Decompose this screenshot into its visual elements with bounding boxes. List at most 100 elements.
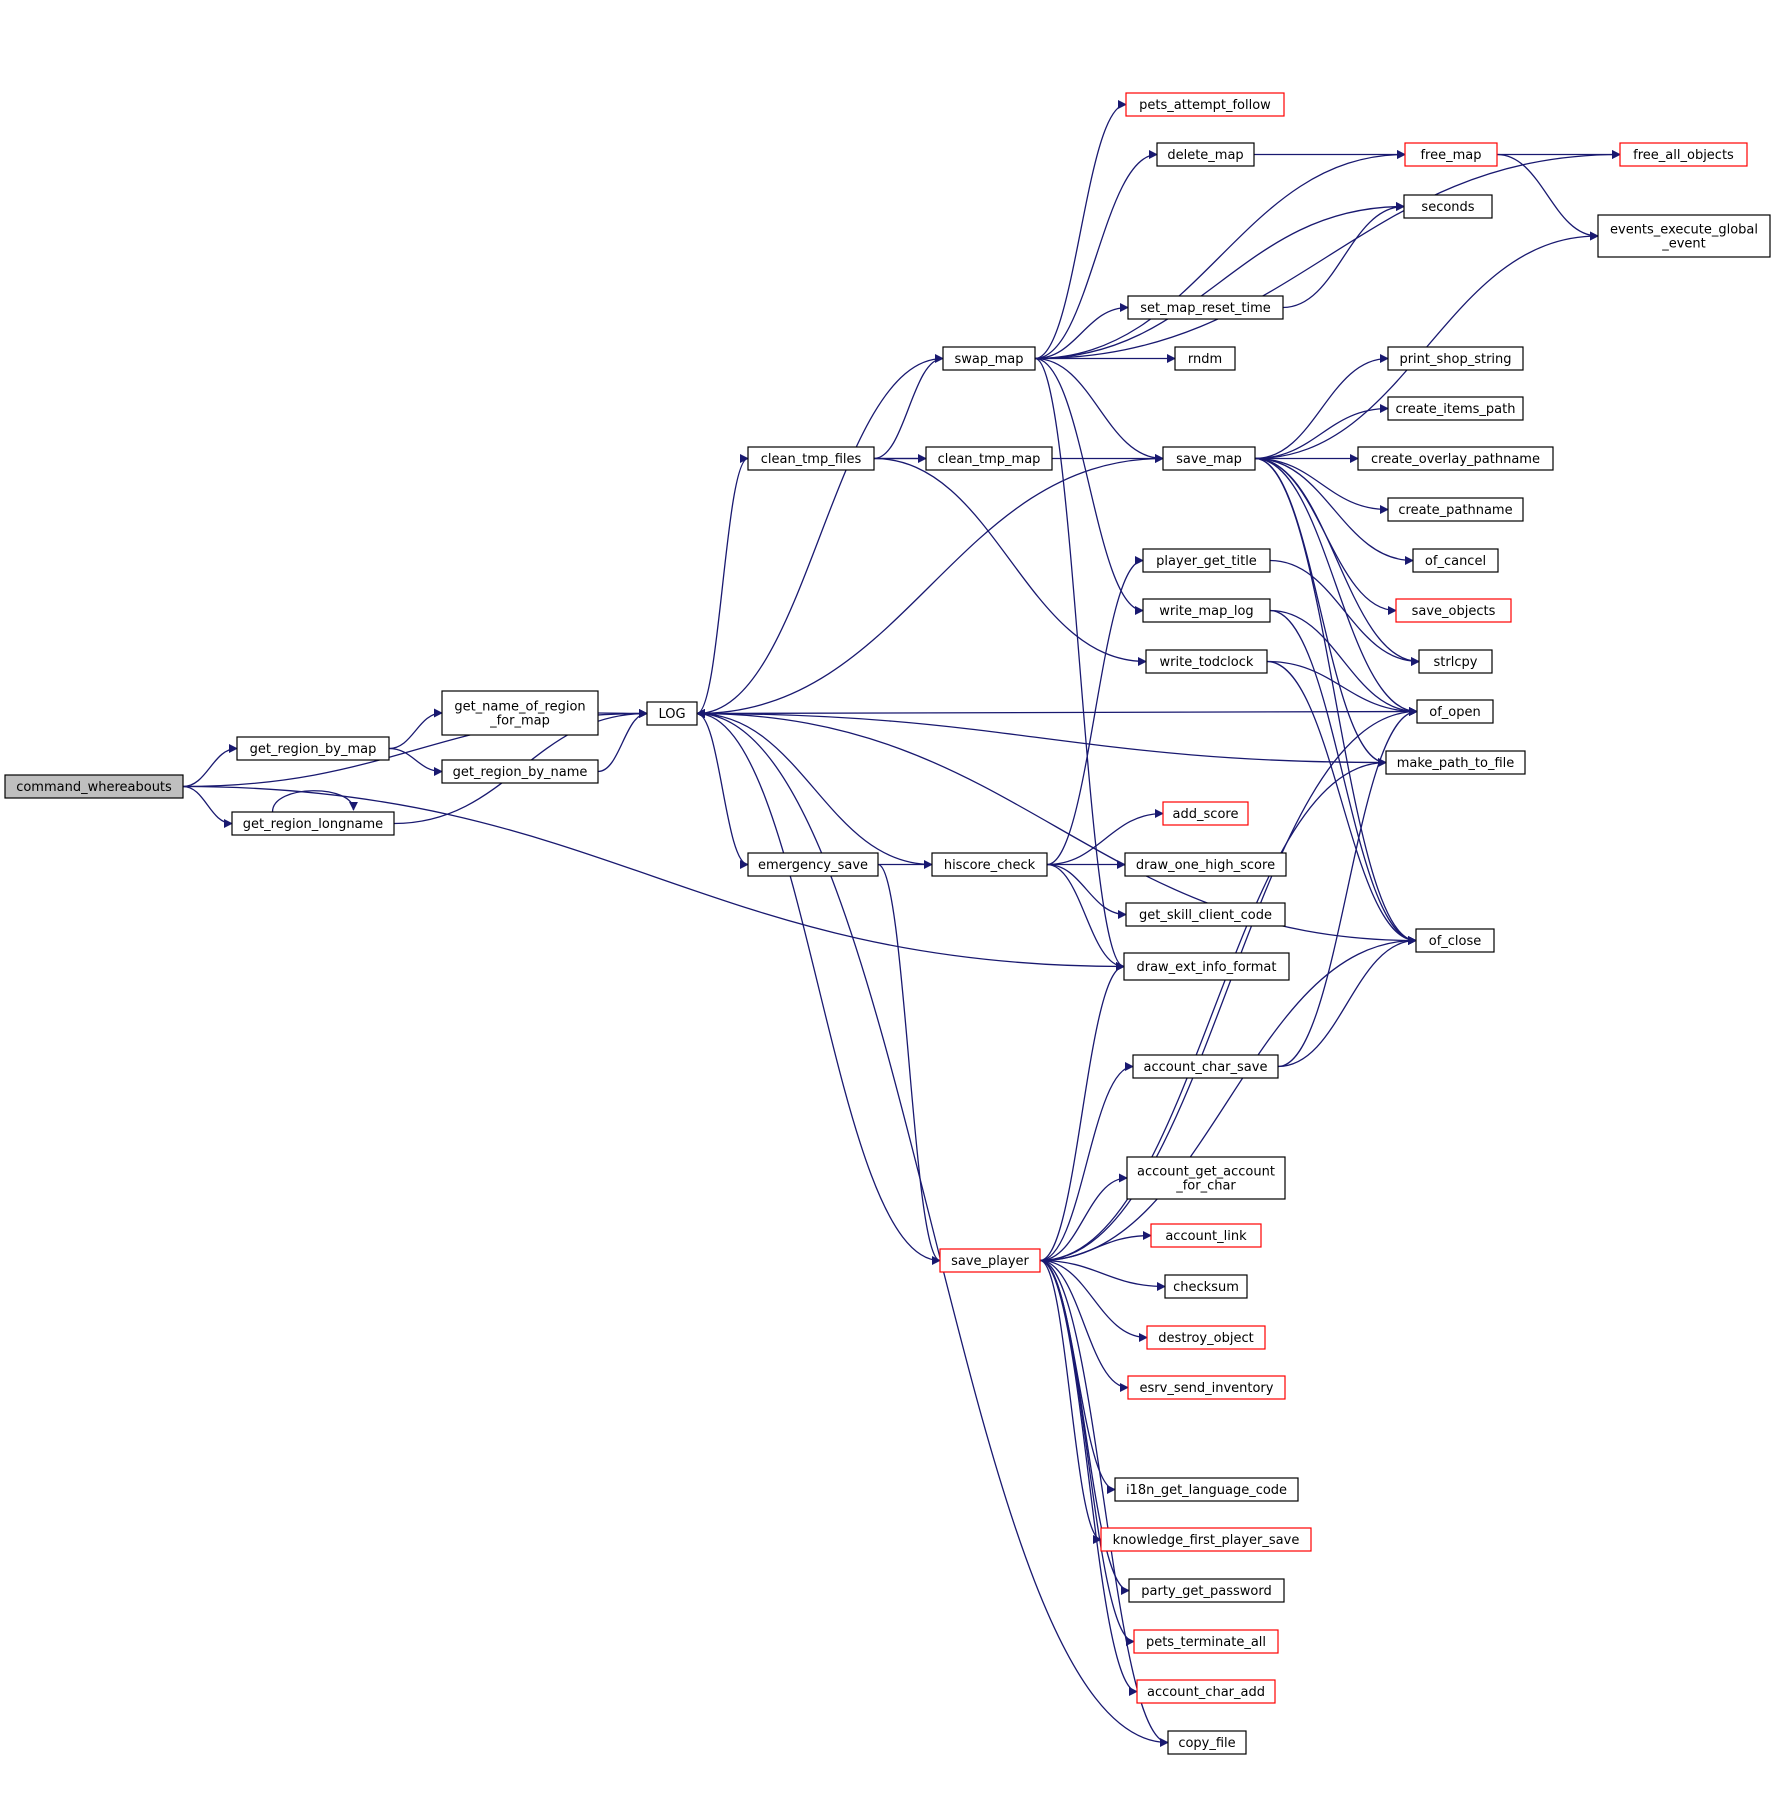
node-label: _for_map [489,714,550,729]
node-command-whereabouts[interactable]: command_whereabouts [4,774,184,799]
node-account-get-account-for-char[interactable]: account_get_account_for_char [1126,1156,1286,1200]
nodes-layer: command_whereaboutsLOGget_region_by_mapg… [4,92,1771,1755]
node-pets-attempt-follow[interactable]: pets_attempt_follow [1125,92,1285,117]
node-label: add_score [1173,807,1239,822]
node-swap-map[interactable]: swap_map [942,346,1036,371]
node-box [1387,497,1524,522]
node-label: strlcpy [1434,655,1478,670]
node-box [1128,1578,1285,1603]
node-of-close[interactable]: of_close [1415,928,1495,953]
node-hiscore-check[interactable]: hiscore_check [931,852,1048,877]
node-LOG[interactable]: LOG [646,701,698,726]
node-box [925,446,1053,471]
edge-swap_map-to-seconds [1034,202,1405,360]
node-i18n-get-language-code[interactable]: i18n_get_language_code [1114,1477,1299,1502]
edge-emergency_save-to-save_player [877,863,941,1265]
node-free-map[interactable]: free_map [1404,142,1498,167]
node-destroy-object[interactable]: destroy_object [1146,1325,1266,1350]
node-of-cancel[interactable]: of_cancel [1412,548,1499,573]
node-save-player[interactable]: save_player [939,1248,1041,1273]
node-get-region-longname[interactable]: get_region_longname [231,811,395,836]
node-label: knowledge_first_player_save [1113,1533,1300,1548]
node-label: account_char_save [1144,1060,1268,1075]
node-draw-one-high-score[interactable]: draw_one_high_score [1124,852,1287,877]
node-label: of_close [1429,934,1482,949]
node-box [1127,295,1284,320]
node-label: save_objects [1412,604,1496,619]
node-account-link[interactable]: account_link [1150,1223,1262,1248]
node-box [939,1248,1041,1273]
node-draw-ext-info-format[interactable]: draw_ext_info_format [1123,952,1290,981]
node-label: create_overlay_pathname [1371,452,1540,467]
node-label: get_region_by_name [453,765,588,780]
edge-save_map-to-of_cancel [1254,457,1414,565]
edge-swap_map-to-draw_ext_info_format [1034,357,1125,971]
node-clean-tmp-files[interactable]: clean_tmp_files [747,446,875,471]
node-label: emergency_save [758,858,868,873]
node-create-pathname[interactable]: create_pathname [1387,497,1524,522]
node-label: free_all_objects [1633,148,1734,163]
node-emergency-save[interactable]: emergency_save [747,852,879,877]
node-label: save_player [951,1254,1029,1269]
node-checksum[interactable]: checksum [1164,1274,1248,1299]
node-box [1156,142,1255,167]
node-make-path-to-file[interactable]: make_path_to_file [1385,750,1526,775]
node-strlcpy[interactable]: strlcpy [1418,649,1493,674]
edge-save_player-to-knowledge_first_player_save [1039,1259,1102,1544]
node-pets-terminate-all[interactable]: pets_terminate_all [1133,1629,1279,1654]
node-get-region-by-map[interactable]: get_region_by_map [236,736,390,761]
node-label: LOG [658,707,685,722]
node-box [1162,446,1256,471]
node-box [1150,1223,1262,1248]
node-write-map-log[interactable]: write_map_log [1142,598,1271,623]
edge-save_map-to-of_close [1254,457,1417,945]
edge-clean_tmp_files-to-write_todclock [873,457,1147,666]
edge-hiscore_check-to-add_score [1046,809,1164,866]
node-box [1387,346,1524,371]
node-of-open[interactable]: of_open [1416,699,1494,724]
edges-layer [182,100,1621,1747]
node-label: draw_ext_info_format [1136,960,1276,975]
node-rndm[interactable]: rndm [1174,346,1236,371]
edge-command_whereabouts-to-get_region_by_map [182,744,238,788]
node-get-region-by-name[interactable]: get_region_by_name [441,759,599,784]
node-label: of_cancel [1425,554,1486,569]
node-copy-file[interactable]: copy_file [1167,1730,1247,1755]
node-esrv-send-inventory[interactable]: esrv_send_inventory [1127,1375,1286,1400]
edge-save_map-to-of_open [1254,457,1418,716]
node-save-map[interactable]: save_map [1162,446,1256,471]
node-write-todclock[interactable]: write_todclock [1145,649,1268,674]
node-box [1127,1375,1286,1400]
node-events-execute-global-event[interactable]: events_execute_global_event [1597,214,1771,258]
edge-write_map_log-to-of_open [1269,609,1418,716]
node-account-char-save[interactable]: account_char_save [1132,1054,1279,1079]
node-delete-map[interactable]: delete_map [1156,142,1255,167]
node-seconds[interactable]: seconds [1403,194,1493,219]
node-print-shop-string[interactable]: print_shop_string [1387,346,1524,371]
node-set-map-reset-time[interactable]: set_map_reset_time [1127,295,1284,320]
node-add-score[interactable]: add_score [1162,801,1249,826]
edge-save_player-to-copy_file [1039,1259,1169,1747]
node-clean-tmp-map[interactable]: clean_tmp_map [925,446,1053,471]
edge-write_todclock-to-of_close [1266,660,1417,945]
node-label: make_path_to_file [1397,756,1515,771]
node-account-char-add[interactable]: account_char_add [1136,1679,1276,1704]
node-label: seconds [1421,200,1474,215]
node-knowledge-first-player-save[interactable]: knowledge_first_player_save [1100,1527,1312,1552]
node-create-items-path[interactable]: create_items_path [1387,396,1524,421]
edge-swap_map-to-free_map [1034,150,1406,360]
node-label: get_name_of_region [454,700,585,715]
node-get-name-of-region-for-map[interactable]: get_name_of_region_for_map [441,690,599,736]
node-box [1415,928,1495,953]
node-player-get-title[interactable]: player_get_title [1142,548,1271,573]
node-save-objects[interactable]: save_objects [1395,598,1512,623]
edge-save_player-to-of_open [1039,707,1418,1262]
node-box [1100,1527,1312,1552]
node-get-skill-client-code[interactable]: get_skill_client_code [1125,902,1286,927]
edge-save_player-to-checksum [1039,1259,1166,1291]
node-create-overlay-pathname[interactable]: create_overlay_pathname [1357,446,1554,471]
node-box [236,736,390,761]
node-free-all-objects[interactable]: free_all_objects [1619,142,1748,167]
node-party-get-password[interactable]: party_get_password [1128,1578,1285,1603]
edge-free_map-to-events_execute_global_event [1496,153,1599,241]
